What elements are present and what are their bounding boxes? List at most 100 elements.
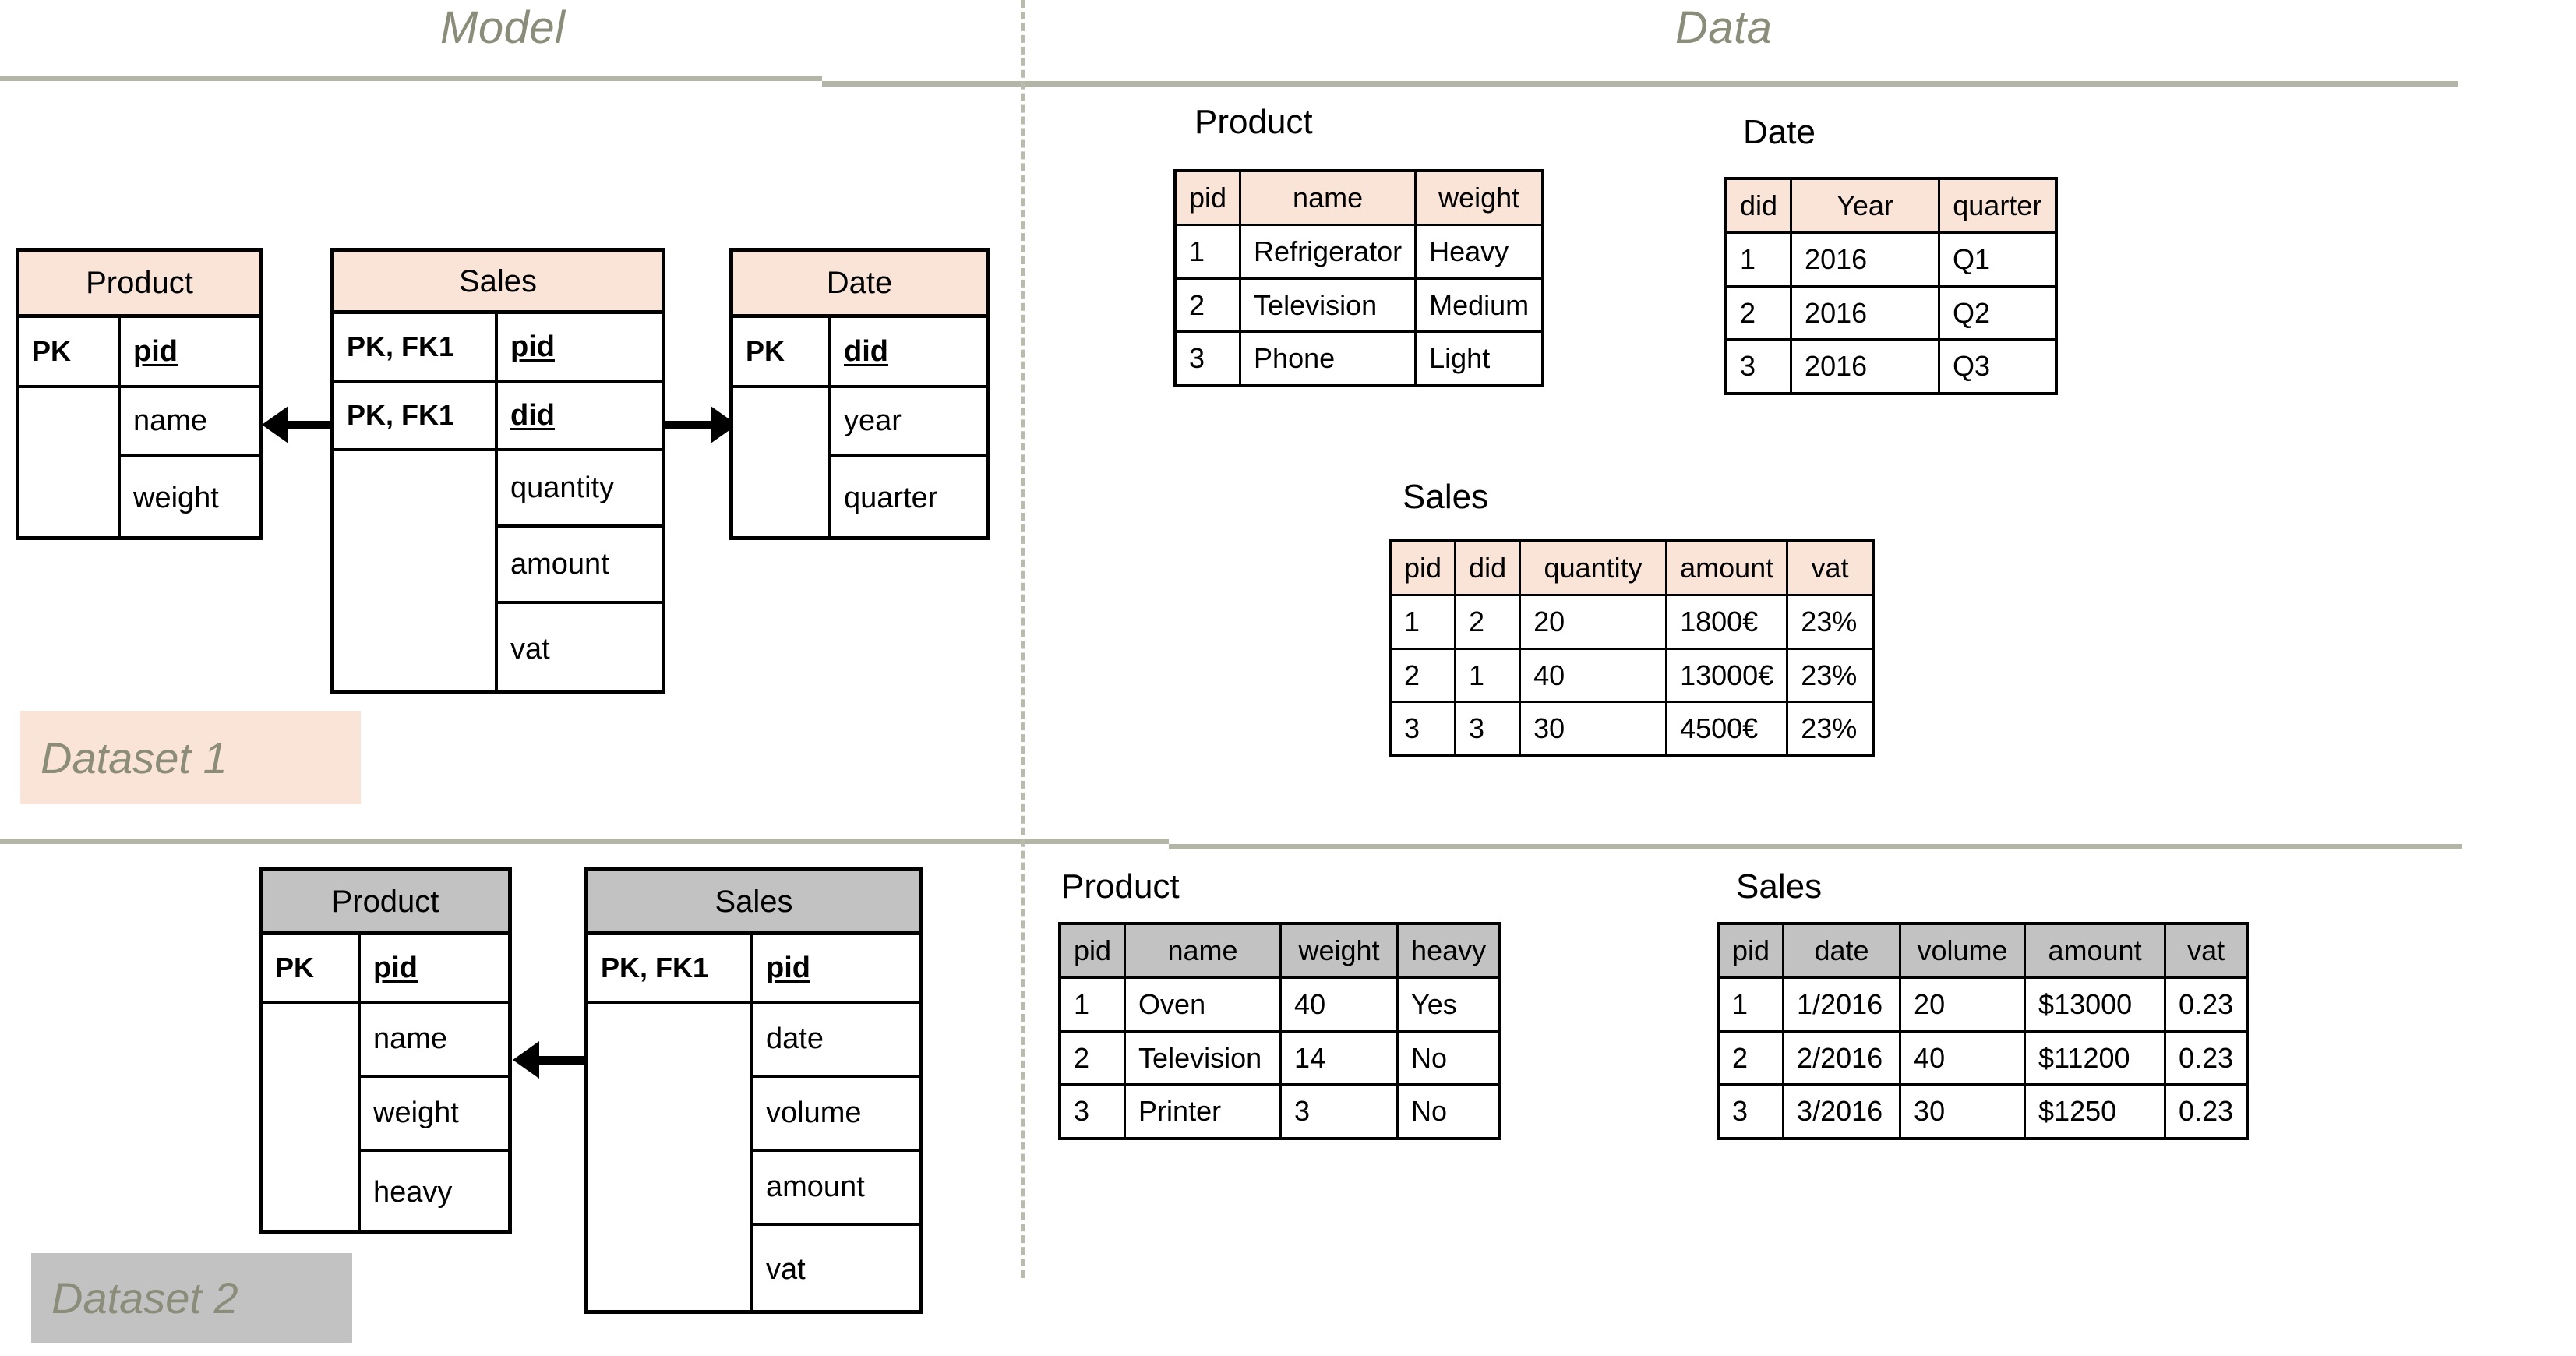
cell: 23% [1786,593,1875,650]
cell: 2 [1724,284,1793,341]
table-row: 1 2016 Q1 [1724,231,2058,288]
model-field-cell: volume [753,1078,919,1152]
column-header: name [1239,169,1417,226]
column-header: quantity [1519,539,1668,596]
model-key-cell [263,1004,358,1234]
table-row: 2 Television Medium [1173,277,1544,334]
model-field-cell: pid [121,318,259,388]
data-table-sales-ds2: pid date volume amount vat 1 1/2016 20 $… [1717,922,2250,1141]
cell: Yes [1396,976,1501,1033]
model-key-cell [588,1004,750,1314]
cell: Television [1239,277,1417,334]
data-table-product-ds1-wrap: pid name weight 1 Refrigerator Heavy 2 T… [1173,169,1545,388]
model-field-cell: vat [766,1253,806,1286]
cell: 2/2016 [1782,1029,1902,1086]
model-key-cell: PK, FK1 [334,383,495,451]
cell: 1/2016 [1782,976,1902,1033]
cell: 20 [1899,976,2027,1033]
data-table-sales-ds2-wrap: pid date volume amount vat 1 1/2016 20 $… [1717,922,2250,1141]
cell: 2 [1717,1029,1785,1086]
column-header: vat [1786,539,1875,596]
relation-arrow-sales-product-ds2-head [513,1041,539,1079]
data-table-label-date-ds1: Date [1743,113,1816,151]
cell: 2016 [1790,284,1941,341]
cell: 3/2016 [1782,1083,1902,1140]
cell: 40 [1279,976,1399,1033]
cell: 2 [1058,1029,1127,1086]
column-header: quarter [1938,177,2058,234]
table-row: 2 2016 Q2 [1724,284,2058,341]
data-section-title: Data [1675,2,1773,53]
model-table-title: Sales [588,871,919,935]
cell: 2 [1454,593,1522,650]
table-row: 2 2/2016 40 $11200 0.23 [1717,1029,2249,1086]
cell: 20 [1519,593,1668,650]
data-table-product-ds1: pid name weight 1 Refrigerator Heavy 2 T… [1173,169,1545,388]
model-field-cell: name [361,1004,508,1078]
cell: 2016 [1790,338,1941,395]
table-row: 3 Printer 3 No [1058,1083,1501,1140]
model-field-cell: amount [753,1152,919,1226]
column-header: did [1454,539,1522,596]
cell: $13000 [2024,976,2167,1033]
model-table-date-ds1: Date PK did year quarter [729,248,990,540]
table-header-row: pid did quantity amount vat [1389,539,1875,596]
cell: Light [1414,330,1544,387]
cell: 1 [1724,231,1793,288]
model-table-title: Product [263,871,508,935]
column-header: heavy [1396,922,1501,979]
model-key-cell [19,388,118,540]
model-data-divider [1021,0,1025,1278]
data-table-label-product-ds2: Product [1061,867,1180,906]
cell: Phone [1239,330,1417,387]
model-key-cell: PK, FK1 [588,935,750,1004]
model-table-title: Sales [334,252,662,314]
cell: Medium [1414,277,1544,334]
cell: 3 [1717,1083,1785,1140]
model-field-cell: weight [133,482,219,514]
top-divider-right [822,81,2458,87]
column-header: pid [1389,539,1457,596]
cell: Q2 [1938,284,2058,341]
column-header: date [1782,922,1902,979]
cell: 40 [1899,1029,2027,1086]
cell: Printer [1124,1083,1283,1140]
cell: 1 [1173,223,1242,280]
model-table-product-ds2: Product PK pid name weight heavy [259,867,512,1234]
model-key-cell: PK [19,318,118,388]
cell: 30 [1519,701,1668,757]
model-table-title: Date [733,252,986,318]
top-divider-left [0,76,822,81]
model-field-cell: pid [361,935,508,1004]
column-header: pid [1717,922,1785,979]
cell: 2016 [1790,231,1941,288]
dataset2-badge: Dataset 2 [31,1253,352,1343]
model-section-title: Model [440,2,566,53]
relation-arrow-sales-product-ds1-head [262,406,288,443]
cell: 1 [1717,976,1785,1033]
column-header: pid [1058,922,1127,979]
dataset1-badge: Dataset 1 [20,711,361,804]
cell: Television [1124,1029,1283,1086]
model-field-cell: quantity [498,451,662,528]
table-row: 3 Phone Light [1173,330,1544,387]
cell: 4500€ [1665,701,1789,757]
cell: 1800€ [1665,593,1789,650]
relation-arrow-sales-product-ds1-line [287,421,337,429]
model-field-cell: pid [498,314,662,383]
cell: Q1 [1938,231,2058,288]
cell: 23% [1786,647,1875,704]
relation-arrow-sales-product-ds2-line [538,1056,588,1065]
model-table-title: Product [19,252,259,318]
cell: Oven [1124,976,1283,1033]
cell: 0.23 [2164,1083,2249,1140]
model-field-cell: did [498,383,662,451]
model-table-sales-ds2: Sales PK, FK1 pid date volume amount vat [584,867,923,1314]
column-header: vat [2164,922,2249,979]
column-header: weight [1279,922,1399,979]
data-table-sales-ds1-wrap: pid did quantity amount vat 1 2 20 1800€… [1389,539,1875,758]
model-field-cell: quarter [844,482,938,514]
table-header-row: pid date volume amount vat [1717,922,2249,979]
cell: 1 [1454,647,1522,704]
table-row: 1 1/2016 20 $13000 0.23 [1717,976,2249,1033]
